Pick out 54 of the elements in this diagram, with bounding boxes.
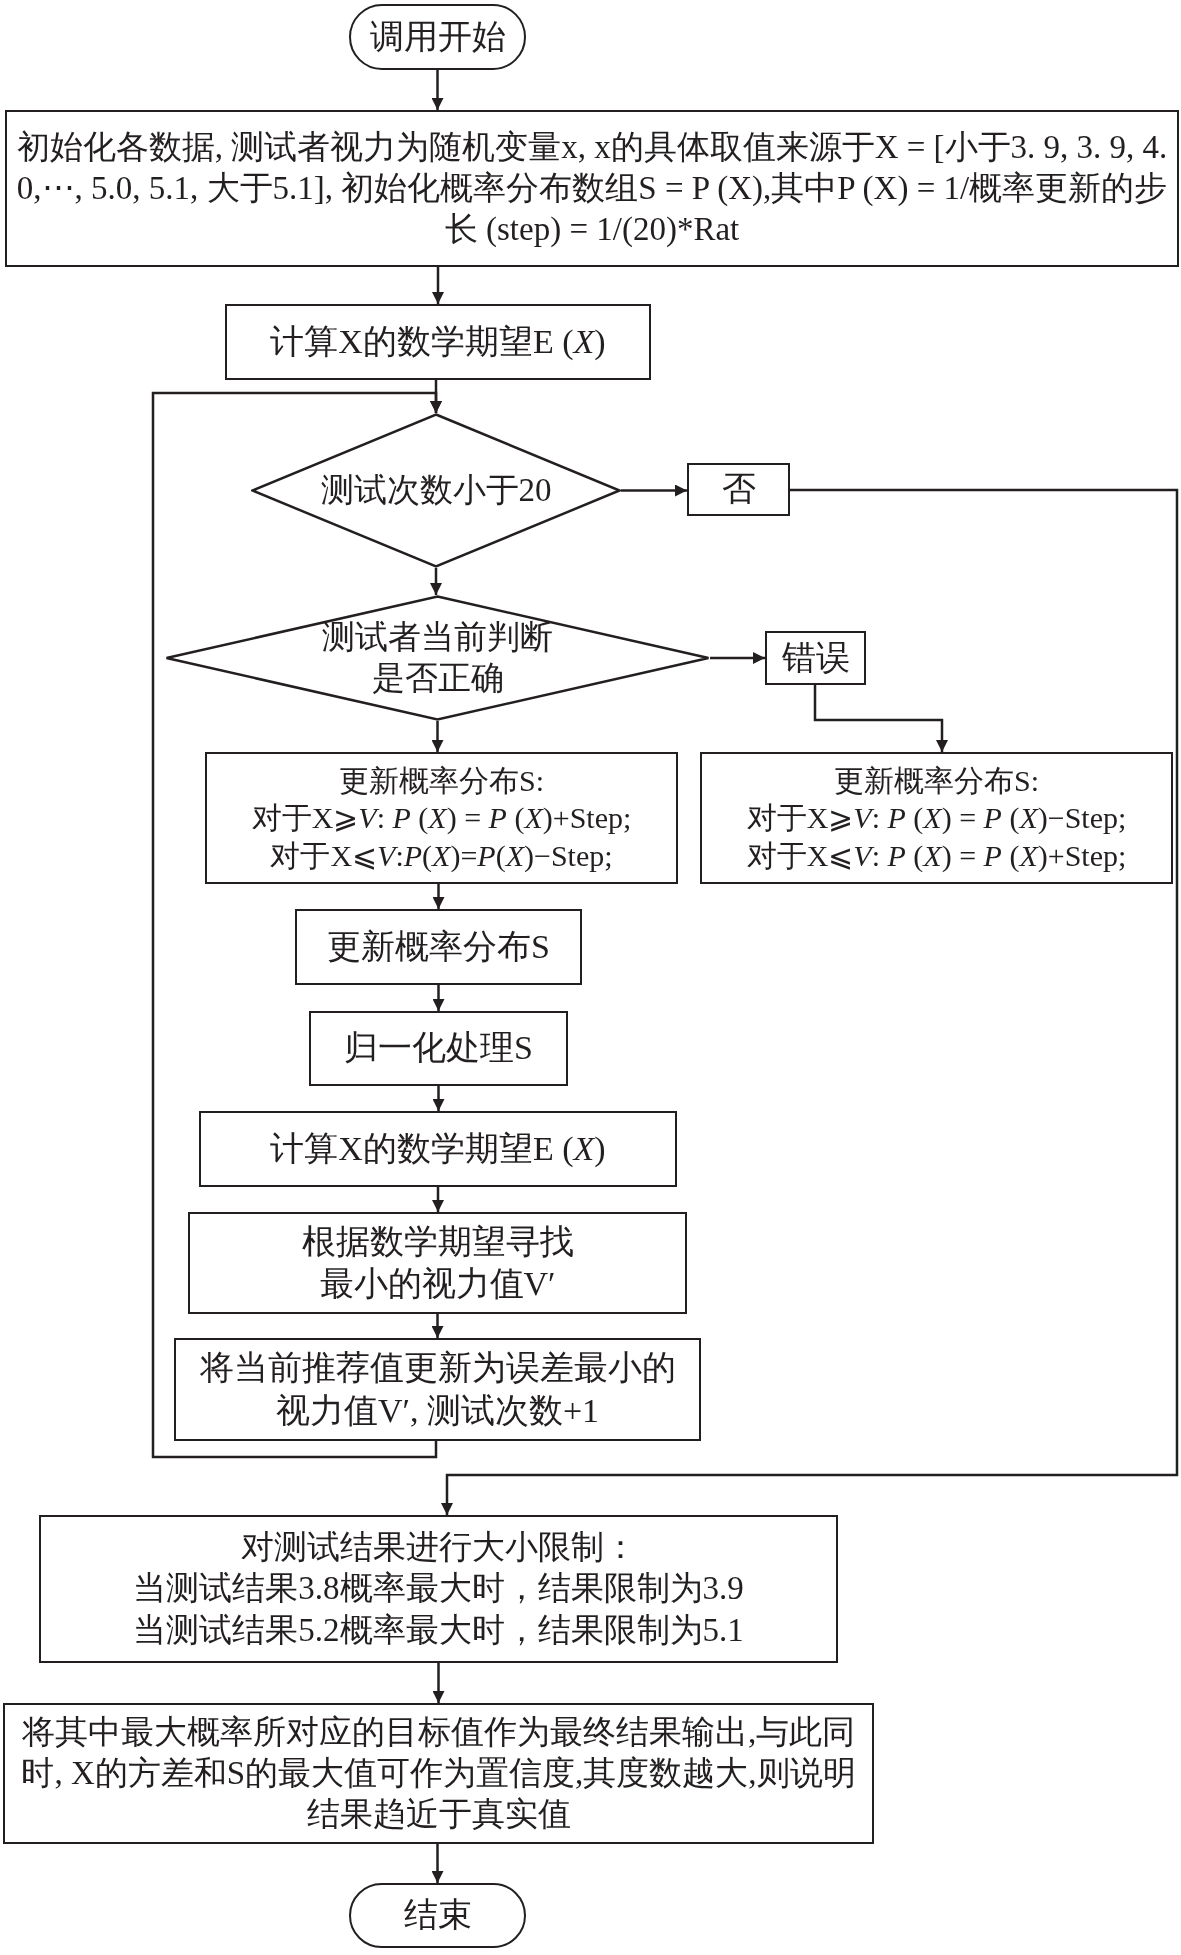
process-box: [700, 752, 1173, 884]
arrow: [813, 685, 948, 752]
process-box: [205, 752, 678, 884]
process-box: [3, 1703, 874, 1844]
step-text: 结束: [403, 1895, 472, 1936]
process-box: [174, 1338, 701, 1441]
step-text: 更新概率分布S:: [834, 762, 1039, 799]
step-text: 错误: [781, 637, 850, 678]
step-text: 对于X⩽V: P (X) = P (X)+Step;: [746, 837, 1127, 874]
arrow: [151, 391, 442, 1459]
arrow: [432, 1086, 445, 1111]
arrow: [621, 484, 687, 497]
step-text: 对于X⩾V: P (X) = P (X)−Step;: [746, 800, 1127, 837]
step-text: 调用开始: [369, 16, 506, 57]
step-text: 计算X的数学期望E (X): [270, 1128, 606, 1169]
arrow: [432, 1663, 445, 1703]
step-text: 将当前推荐值更新为误差最小的视力值V′, 测试次数+1: [198, 1348, 677, 1431]
arrow: [431, 1314, 444, 1338]
step-text: 更新概率分布S:: [339, 762, 544, 799]
decision-text: 测试者当前判断是否正确: [321, 617, 554, 698]
process-box: [765, 631, 866, 685]
process-box: [295, 909, 582, 985]
step-text: 对于X⩽V:P(X)=P(X)−Step;: [270, 837, 613, 874]
process-box: [225, 304, 651, 380]
step-text: 归一化处理S: [344, 1028, 533, 1069]
process-box: [39, 1515, 838, 1663]
arrow: [430, 568, 442, 595]
arrow: [432, 267, 444, 304]
step-text: 将其中最大概率所对应的目标值作为最终结果输出,与此同时, X的方差和S的最大值可作为置信度,其度数越大,则说明结果趋近于真实值: [20, 1712, 857, 1835]
step-text: 当测试结果5.2概率最大时，结果限制为5.1: [133, 1610, 744, 1650]
process-box: [5, 110, 1179, 267]
decision-text: 测试次数小于20: [320, 470, 552, 510]
process-box: [687, 463, 790, 516]
arrow: [710, 652, 765, 664]
decision-diamond: [251, 413, 621, 568]
arrow: [432, 884, 445, 909]
process-box: [199, 1111, 677, 1187]
step-text: 否: [721, 469, 756, 510]
process-box: [309, 1011, 568, 1086]
arrow: [441, 488, 1179, 1515]
step-text: 计算X的数学期望E (X): [270, 321, 606, 362]
step-text: 初始化各数据, 测试者视力为随机变量x, x的具体取值来源于X = [小于3. 9, 3. 9, 4. 0,⋯, 5.0, 5.1, 大于5.1], 初始化概率分布数组S = P (X),其中P (X) = 1/概率更新的步长 (step) = 1/(20)*Rat: [15, 127, 1169, 250]
arrow: [432, 1187, 444, 1212]
decision-diamond: [165, 595, 710, 721]
process-box: [188, 1212, 687, 1314]
step-text: 根据数学期望寻找最小的视力值V′: [300, 1221, 575, 1304]
arrow: [431, 721, 444, 752]
step-text: 对于X⩾V: P (X) = P (X)+Step;: [251, 800, 632, 837]
step-text: 更新概率分布S: [327, 926, 550, 967]
arrow: [431, 1844, 444, 1883]
arrow: [431, 70, 444, 110]
arrow: [432, 985, 445, 1011]
step-text: 当测试结果3.8概率最大时，结果限制为3.9: [133, 1569, 744, 1609]
step-text: 对测试结果进行大小限制：: [240, 1528, 637, 1568]
